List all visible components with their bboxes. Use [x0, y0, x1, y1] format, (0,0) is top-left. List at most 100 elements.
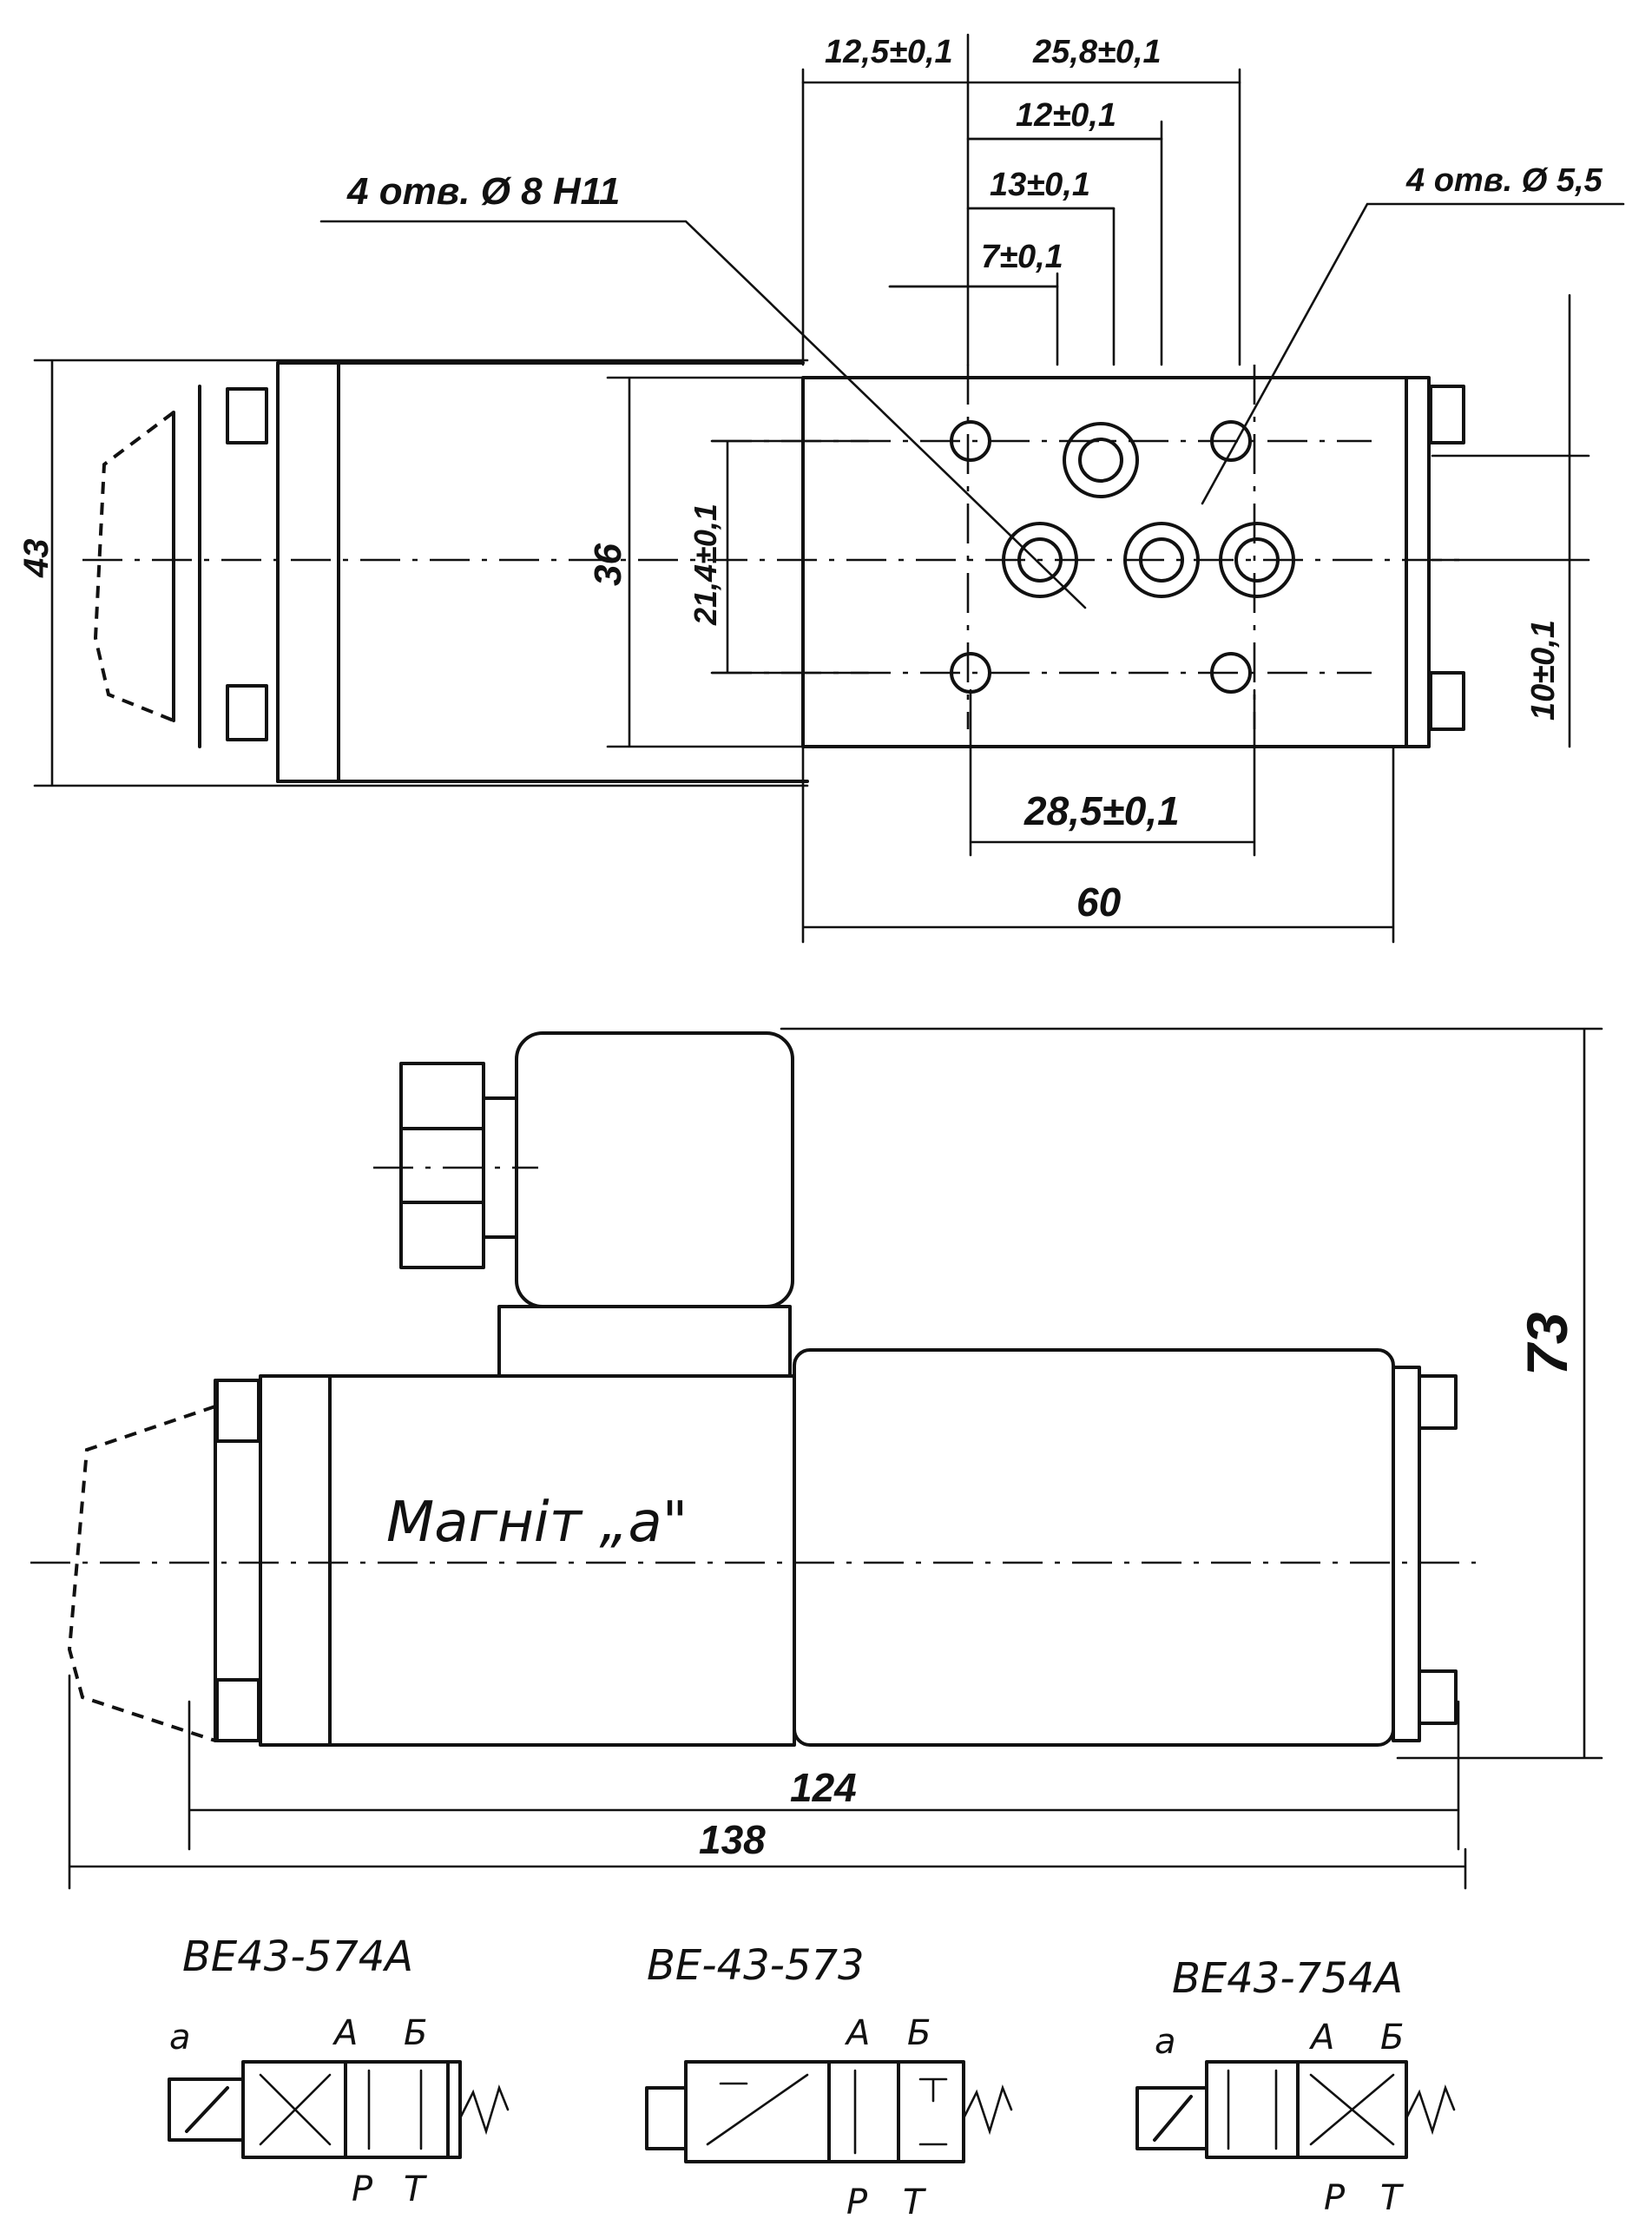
- hole-callout-right: 4 отв. Ø 5,5: [1405, 162, 1603, 199]
- solenoid-body-top: [276, 361, 809, 783]
- hole-callout-left: 4 отв. Ø 8 H11: [346, 170, 620, 213]
- scheme-2-box-1: [684, 2060, 831, 2163]
- scheme-1-port-a: a: [169, 2018, 191, 2058]
- scheme-1: ВЕ43-574А a А Б Р Т: [168, 1932, 510, 2209]
- dim-label-73: 73: [1515, 1313, 1579, 1376]
- side-end-nut-upper: [1418, 1374, 1458, 1430]
- scheme-2-solenoid: [645, 2086, 688, 2150]
- nut-top-lower: [226, 684, 268, 741]
- nut-top-upper: [226, 387, 268, 444]
- cable-gland-rings: [399, 1096, 518, 1239]
- end-nut-upper: [1429, 385, 1465, 444]
- scheme-2-port-B: Б: [907, 2013, 931, 2053]
- valve-body-side: [793, 1348, 1395, 1747]
- scheme-3-box-2: [1296, 2060, 1408, 2159]
- dim-10-line: [1431, 293, 1590, 748]
- dim-21-4-line: [710, 439, 870, 675]
- dim-label-13: 13±0,1: [990, 167, 1090, 203]
- solenoid-housing: [328, 1374, 796, 1747]
- solenoid-end-cap-side: [67, 1405, 216, 1742]
- scheme-1-title: ВЕ43-574А: [182, 1932, 413, 1981]
- port-hole-1-inner: [1078, 438, 1123, 483]
- port-hole-1-outer: [1063, 422, 1139, 498]
- scheme-2-spring: [962, 2084, 1013, 2136]
- dim-label-124: 124: [790, 1765, 857, 1810]
- dim-label-12: 12±0,1: [1016, 97, 1116, 134]
- scheme-2-port-T: Т: [903, 2183, 927, 2222]
- scheme-2: ВЕ-43-573 А Б Р Т: [645, 1941, 1013, 2222]
- top-view: 12,5±0,1 25,8±0,1 12±0,1 13±0,1 7±0,1 4 …: [17, 33, 1625, 944]
- scheme-3-port-T: Т: [1380, 2178, 1405, 2218]
- dim-label-28-5: 28,5±0,1: [1023, 788, 1180, 833]
- leader-left: [319, 220, 1087, 609]
- dim-28-5-line: [969, 688, 1256, 857]
- dim-124-line: [188, 1700, 1460, 1851]
- dim-label-7: 7±0,1: [981, 239, 1063, 275]
- scheme-3-port-a: a: [1155, 2022, 1176, 2062]
- end-nut-lower: [1429, 671, 1465, 731]
- port-hole-4-outer: [1219, 522, 1295, 598]
- plug-neck: [497, 1305, 792, 1378]
- hole-small-1: [950, 420, 991, 462]
- dim-label-43: 43: [17, 539, 56, 579]
- end-plate-side: [1392, 1366, 1421, 1742]
- plug-cap: [515, 1031, 794, 1308]
- port-hole-2-outer: [1002, 522, 1078, 598]
- scheme-1-solenoid-slash: [185, 2086, 229, 2133]
- scheme-2-title: ВЕ-43-573: [647, 1941, 865, 1990]
- scheme-1-port-T: Т: [404, 2169, 428, 2209]
- port-hole-4-inner: [1234, 537, 1280, 583]
- scheme-3-box-1: [1205, 2060, 1300, 2159]
- scheme-1-box-2: [344, 2060, 450, 2159]
- port-hole-2-inner: [1017, 537, 1063, 583]
- scheme-1-spring: [458, 2084, 510, 2136]
- dim-36-line: [606, 376, 805, 748]
- side-view: Магніт „a" 73 124 138: [30, 1027, 1603, 1890]
- scheme-1-box-right: [446, 2060, 462, 2159]
- scheme-3-port-A: А: [1308, 2018, 1334, 2058]
- scheme-1-port-B: Б: [404, 2013, 427, 2053]
- scheme-2-arrows: [706, 2069, 948, 2155]
- scheme-3: ВЕ43-754А a А Б Р Т: [1135, 1954, 1456, 2218]
- solenoid-flange: [259, 1374, 332, 1747]
- scheme-3-spring: [1405, 2084, 1456, 2136]
- scheme-1-port-P: Р: [352, 2169, 373, 2209]
- port-hole-3-inner: [1139, 537, 1184, 583]
- dim-73-line: [780, 1027, 1603, 1760]
- side-end-nut-lower: [1418, 1669, 1458, 1725]
- side-nut-upper: [215, 1379, 260, 1443]
- dim-label-36: 36: [587, 543, 629, 586]
- scheme-3-title: ВЕ43-754А: [1172, 1954, 1403, 2003]
- cable-gland-body: [399, 1062, 485, 1269]
- scheme-3-solenoid-slash: [1153, 2095, 1193, 2142]
- dim-label-138: 138: [699, 1817, 766, 1862]
- scheme-1-cross: [259, 2069, 423, 2150]
- scheme-2-port-P: Р: [846, 2183, 868, 2222]
- dim-43-ext: [33, 359, 809, 787]
- dim-label-21-4: 21,4±0,1: [688, 504, 723, 626]
- scheme-3-symbols: [1227, 2069, 1395, 2150]
- side-nut-lower: [215, 1678, 260, 1742]
- dim-label-10: 10±0,1: [1525, 620, 1562, 721]
- port-hole-3-outer: [1123, 522, 1200, 598]
- scheme-2-box-2: [827, 2060, 900, 2163]
- solenoid-flange-top: [172, 363, 340, 783]
- dim-label-12-5: 12,5±0,1: [825, 34, 953, 70]
- leader-right: [1201, 202, 1625, 505]
- solenoid-end-cap-top: [93, 411, 175, 722]
- hole-small-2: [1210, 420, 1252, 462]
- dim-60-line: [801, 745, 1395, 944]
- dim-138-line: [68, 1674, 1467, 1890]
- scheme-2-box-3: [897, 2060, 965, 2163]
- scheme-2-port-A: А: [844, 2013, 870, 2053]
- scheme-1-port-A: А: [332, 2013, 358, 2053]
- dim-label-60: 60: [1076, 879, 1122, 925]
- valve-body-top: [801, 376, 1408, 748]
- end-plate-top: [1405, 376, 1431, 748]
- magnet-label: Магніт „a": [386, 1491, 688, 1555]
- scheme-3-port-P: Р: [1324, 2178, 1346, 2218]
- scheme-3-port-B: Б: [1380, 2018, 1404, 2058]
- hole-small-4: [1210, 652, 1252, 694]
- dim-label-25-8: 25,8±0,1: [1032, 34, 1162, 70]
